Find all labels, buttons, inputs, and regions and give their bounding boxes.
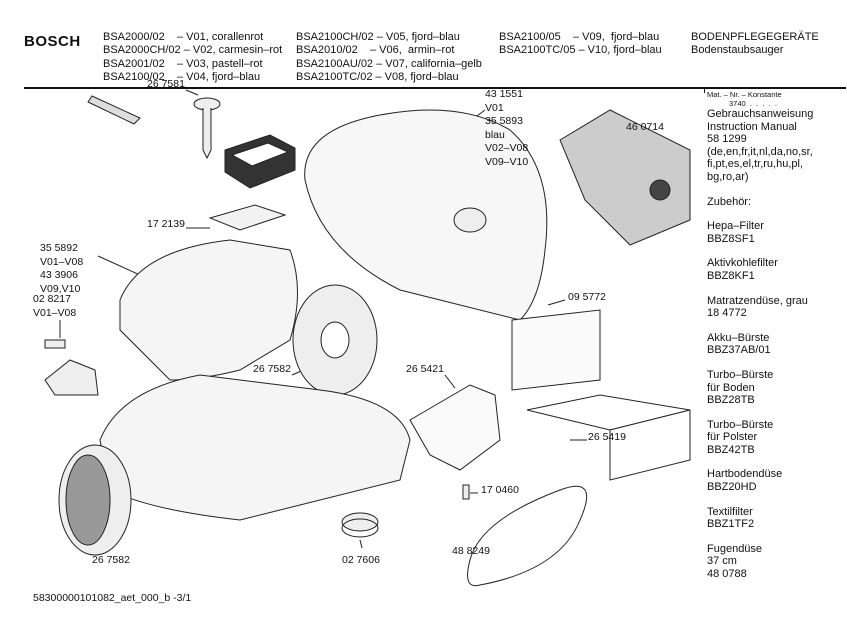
document-id-footer: 58300000101082_aet_000_b -3/1: [33, 592, 192, 604]
accessory-line: für Boden: [707, 381, 755, 394]
accessory-line: Matratzendüse, grau: [707, 294, 808, 307]
accessory-line: Textilfilter: [707, 505, 753, 518]
model-line: BSA2100CH/02 – V05, fjord–blau: [296, 31, 460, 43]
accessory-line: BBZ20HD: [707, 481, 757, 494]
subcategory-title: Bodenstaubsauger: [691, 44, 784, 57]
model-column-2: BSA2100CH/02 – V05, fjord–blau BSA2010/0…: [296, 31, 482, 85]
model-line: BSA2100TC/02 – V08, fjord–blau: [296, 71, 459, 84]
bracket-part: [409, 384, 501, 471]
part-label-cover: 43 1551 V01 35 5893 blau V02–V08 V09–V10: [485, 88, 529, 168]
accessory-line: Fugendüse: [707, 542, 763, 555]
part-label-ring: 02 7606: [342, 554, 380, 566]
accessory-line: (de,en,fr,it,nl,da,no,sr,: [707, 145, 813, 158]
part-label-wheel-left: 26 7582: [92, 554, 130, 566]
base-housing: [99, 374, 411, 521]
accessory-line: BBZ1TF2: [707, 518, 755, 531]
brand-logo: BOSCH: [24, 33, 81, 50]
rubber-strip: [87, 95, 141, 125]
model-line: BSA2010/02 – V06, armin–rot: [296, 44, 455, 57]
mat-nr-label: Mat. – Nr. – Konstante: [707, 90, 782, 99]
model-column-1: BSA2000/02 – V01, corallenrot BSA2000CH/…: [103, 31, 282, 85]
part-label-bracket: 26 5421: [406, 363, 444, 375]
accessory-line: BBZ8SF1: [707, 232, 755, 245]
small-part: [462, 484, 470, 500]
category-block: BODENPFLEGEGERÄTE Bodenstaubsauger: [691, 31, 819, 58]
accessory-line: 58 1299: [707, 133, 747, 146]
housing-top: [119, 239, 298, 381]
accessory-sidebar: Mat. – Nr. – Konstante 3740 . . . . . Ge…: [707, 90, 847, 593]
part-label-bag-holder: 26 7581: [147, 78, 185, 90]
sidebar-divider: [704, 89, 705, 93]
top-cover: [304, 109, 548, 321]
accessory-line: bg,ro,ar): [707, 170, 749, 183]
model-line: BSA2100/05 – V09, fjord–blau: [499, 31, 660, 43]
accessory-line: für Polster: [707, 431, 758, 444]
accessory-line: Zubehör:: [707, 195, 752, 208]
accessory-line: 18 4772: [707, 307, 747, 320]
accessory-line: Instruction Manual: [707, 120, 797, 133]
part-label-small-part: 17 0460: [481, 484, 519, 496]
accessory-line: 48 0788: [707, 568, 747, 581]
accessory-line: BBZ42TB: [707, 443, 755, 456]
accessory-line: Hepa–Filter: [707, 220, 764, 233]
dust-bag: [559, 109, 691, 246]
part-label-dust-bag: 46 0714: [626, 121, 664, 133]
mat-nr-value: 3740 . . . . .: [729, 99, 777, 108]
model-line: BSA2100AU/02 – V07, california–gelb: [296, 57, 482, 70]
wheel-right-part: [292, 284, 378, 396]
filter-mat: [511, 309, 601, 391]
accessory-line: Turbo–Bürste: [707, 368, 774, 381]
model-line: BSA2100TC/05 – V10, fjord–blau: [499, 44, 662, 57]
accessory-line: BBZ8KF1: [707, 269, 755, 282]
accessory-line: Hartbodendüse: [707, 468, 783, 481]
category-title: BODENPFLEGEGERÄTE: [691, 31, 819, 43]
ring-part: [341, 512, 379, 538]
accessory-line: Aktivkohlefilter: [707, 257, 778, 270]
model-column-3: BSA2100/05 – V09, fjord–blau BSA2100TC/0…: [499, 31, 662, 58]
accessory-line: BBZ28TB: [707, 394, 755, 407]
accessory-group: Zubehör:: [707, 196, 847, 209]
belt-part: [467, 485, 588, 587]
part-label-filter-mat: 09 5772: [568, 291, 606, 303]
accessory-line: Akku–Bürste: [707, 331, 770, 344]
model-line: BSA2000/02 – V01, corallenrot: [103, 31, 264, 43]
model-line: BSA2001/02 – V03, pastell–rot: [103, 57, 263, 70]
wheel-left-part: [58, 444, 132, 556]
model-line: BSA2000CH/02 – V02, carmesin–rot: [103, 44, 283, 57]
cord-part: [44, 339, 66, 349]
accessory-line: fi,pt,es,el,tr,ru,hu,pl,: [707, 158, 803, 171]
bag-holder-part: [193, 97, 221, 160]
accessory-line: Gebrauchsanweisung: [707, 108, 814, 120]
filter-pad: [208, 204, 287, 231]
part-label-filter: 17 2139: [147, 218, 185, 230]
part-label-cord-part: 02 8217 V01–V08: [33, 293, 77, 319]
part-label-housing-top: 35 5892 V01–V08 43 3906 V09,V10: [40, 242, 84, 295]
accessory-line: 37 cm: [707, 555, 737, 568]
part-label-wheel-right: 26 7582: [253, 363, 291, 375]
accessory-line: BBZ37AB/01: [707, 344, 771, 357]
accessory-line: Turbo–Bürste: [707, 418, 774, 431]
header-rule: [24, 87, 846, 89]
part-label-belt: 48 8249: [452, 545, 490, 557]
model-line: BSA2100/02 – V04, fjord–blau: [103, 71, 261, 84]
part-label-grille: 26 5419: [588, 431, 626, 443]
